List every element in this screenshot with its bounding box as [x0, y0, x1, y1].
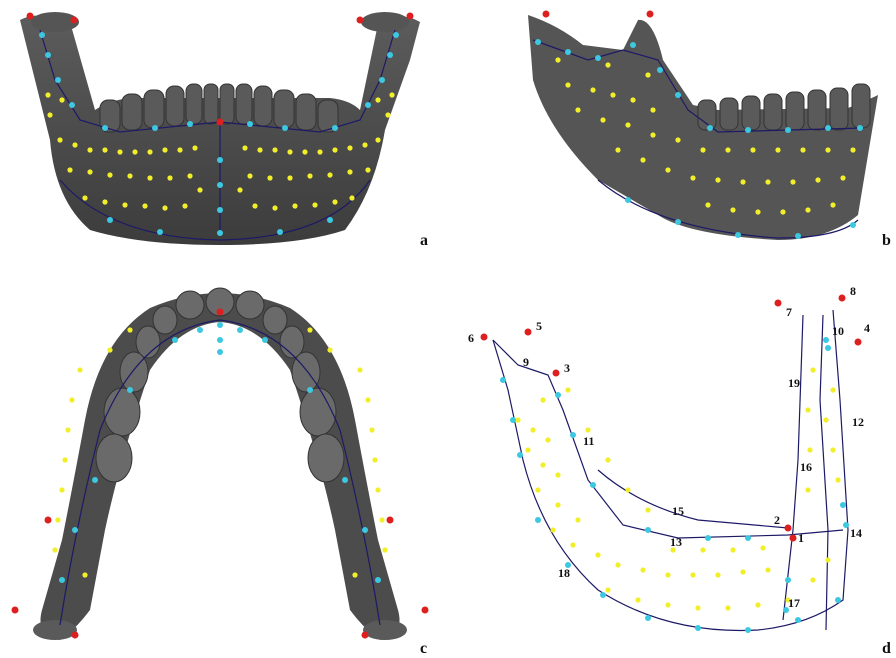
left-condyle [33, 620, 77, 640]
dental-arch [40, 293, 399, 640]
landmark-number-19: 19 [788, 376, 800, 390]
panel-label-a: a [420, 232, 428, 250]
landmark-number-11: 11 [583, 434, 594, 448]
landmark-number-3: 3 [564, 361, 570, 375]
landmark-number-13: 13 [670, 535, 682, 549]
panel-a-frontal-view: a [0, 0, 440, 255]
fixed-landmarks [543, 11, 654, 18]
curve-lines [493, 310, 848, 631]
landmark-number-2: 2 [774, 513, 780, 527]
landmark-number-6: 6 [468, 331, 474, 345]
landmark-number-16: 16 [800, 460, 812, 474]
landmark-number-17: 17 [788, 596, 800, 610]
panel-d-landmark-scheme: 1 2 3 4 5 6 7 8 9 10 11 12 13 14 15 16 1… [448, 280, 896, 658]
mandible-superior-image [0, 280, 440, 658]
landmark-number-12: 12 [852, 415, 864, 429]
landmark-scheme-diagram: 1 2 3 4 5 6 7 8 9 10 11 12 13 14 15 16 1… [448, 280, 896, 658]
mandible-frontal-image [0, 0, 440, 255]
landmark-number-4: 4 [864, 321, 870, 335]
landmark-number-1: 1 [798, 531, 804, 545]
panel-b-lateral-view: b [448, 0, 896, 255]
mandible-lateral-image [448, 0, 896, 255]
landmark-number-9: 9 [523, 355, 529, 369]
landmark-number-14: 14 [850, 526, 862, 540]
right-condyle [361, 12, 409, 32]
panel-label-c: c [420, 640, 427, 658]
landmark-number-8: 8 [850, 284, 856, 298]
right-condyle [363, 620, 407, 640]
landmark-number-5: 5 [536, 319, 542, 333]
landmark-number-10: 10 [832, 324, 844, 338]
landmark-number-18: 18 [558, 566, 570, 580]
landmark-number-7: 7 [786, 305, 792, 319]
landmark-number-15: 15 [672, 504, 684, 518]
panel-label-b: b [882, 232, 891, 250]
panel-label-d: d [882, 640, 891, 658]
panel-c-superior-view: c [0, 280, 440, 658]
